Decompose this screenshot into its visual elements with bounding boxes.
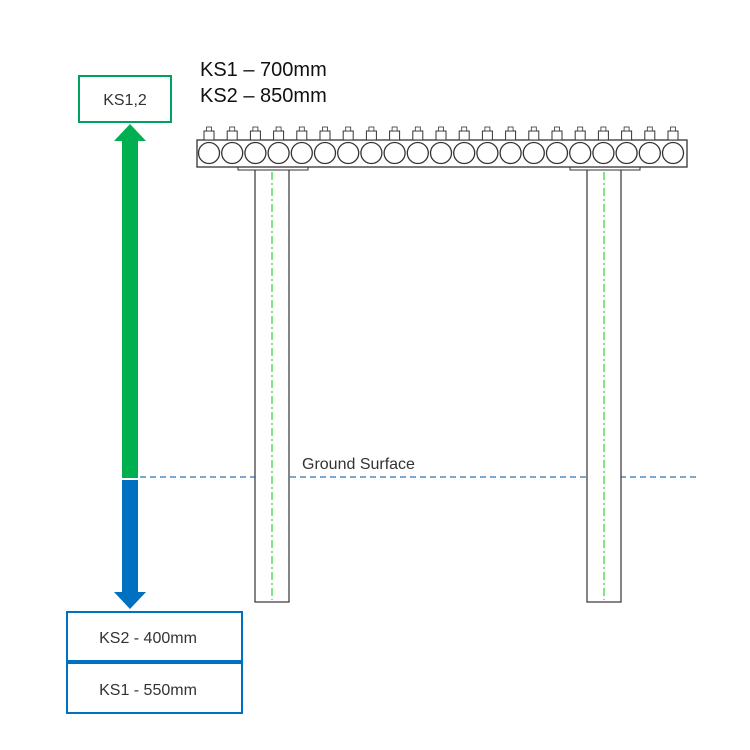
- roller-bolt: [203, 130, 215, 141]
- roller: [592, 141, 615, 165]
- roller-bolt: [435, 130, 447, 141]
- roller: [638, 141, 661, 165]
- roller-bolt-head: [368, 126, 375, 132]
- roller-bolt: [296, 130, 308, 141]
- right-post: [569, 165, 641, 603]
- ks2-depth-label: KS2 - 400mm: [99, 630, 197, 647]
- roller: [313, 141, 337, 165]
- below-ground-arrow: [114, 480, 146, 609]
- roller-bolt-head: [484, 126, 491, 132]
- roller-bolt: [249, 130, 261, 141]
- up-arrowhead: [114, 124, 146, 141]
- roller-bolt: [574, 130, 586, 141]
- ks1-depth-box: [66, 662, 243, 714]
- roller-bolt: [273, 130, 285, 141]
- roller: [383, 141, 406, 165]
- top-box-label: KS1,2: [103, 92, 147, 109]
- below-ground-shaft: [122, 480, 138, 593]
- above-ground-arrow: [114, 124, 146, 478]
- roller: [267, 141, 290, 165]
- roller-bolt: [226, 130, 238, 141]
- roller-bolt: [481, 130, 493, 141]
- roller-bolt: [458, 130, 470, 141]
- roller-bolt-head: [438, 126, 444, 132]
- roller-bolt: [528, 130, 540, 141]
- roller-bolt-head: [414, 126, 421, 132]
- roller: [429, 141, 453, 165]
- ks1-depth-label: KS1 - 550mm: [99, 682, 197, 699]
- roller-bolt-head: [507, 126, 514, 132]
- roller-bolt-head: [670, 126, 676, 132]
- down-arrowhead: [114, 592, 146, 609]
- roller-bolt-head: [577, 126, 584, 132]
- roller-bolt-head: [461, 126, 468, 132]
- top-box-frame: [78, 75, 172, 123]
- roller: [615, 141, 638, 165]
- roller: [337, 141, 360, 165]
- roller: [499, 141, 522, 165]
- roller-bolt-head: [229, 126, 236, 132]
- roller-bolt: [505, 130, 517, 141]
- above-ground-shaft: [122, 140, 138, 478]
- roller-bolt: [365, 130, 377, 141]
- roller: [244, 141, 267, 165]
- roller-bolt: [667, 130, 679, 141]
- roller-bolt-head: [391, 126, 398, 132]
- left-post: [237, 165, 309, 603]
- roller: [476, 141, 499, 165]
- roller-bolt-head: [345, 126, 352, 132]
- roller-bolt-head: [623, 126, 630, 132]
- roller: [545, 141, 569, 165]
- roller-bolt-head: [530, 126, 537, 132]
- roller-bolt: [319, 130, 331, 141]
- top-height-box: KS1,2: [78, 75, 172, 123]
- roller-bolt: [597, 130, 609, 141]
- roller: [221, 141, 244, 165]
- rollers-group: [197, 126, 685, 165]
- roller: [290, 141, 313, 165]
- ground-surface-label: Ground Surface: [302, 456, 415, 473]
- roller-bolt-head: [554, 126, 560, 132]
- roller-bolt: [342, 130, 354, 141]
- roller: [661, 141, 685, 165]
- roller: [522, 141, 545, 165]
- bottom-height-boxes: KS2 - 400mm KS1 - 550mm: [66, 611, 243, 714]
- roller-bolt: [621, 130, 633, 141]
- roller-bolt-head: [206, 126, 212, 132]
- roller: [569, 141, 592, 165]
- roller-bolt: [412, 130, 424, 141]
- roller: [406, 141, 429, 165]
- roller-bolt: [389, 130, 401, 141]
- ks2-depth-box: [66, 611, 243, 662]
- roller-bolt-head: [252, 126, 259, 132]
- ks1-height-label: KS1 – 700mm: [200, 59, 327, 81]
- roller-bolt-head: [600, 126, 607, 132]
- roller-bolt-head: [275, 126, 282, 132]
- roller-bolt-head: [322, 126, 328, 132]
- ks2-height-label: KS2 – 850mm: [200, 85, 327, 107]
- roller-bolt: [551, 130, 563, 141]
- roller-bolt: [644, 130, 656, 141]
- roller: [197, 141, 221, 165]
- roller-bolt-head: [646, 126, 653, 132]
- roller: [360, 141, 383, 165]
- roller: [453, 141, 476, 165]
- roller-conveyor: [196, 126, 688, 168]
- roller-bolt-head: [298, 126, 305, 132]
